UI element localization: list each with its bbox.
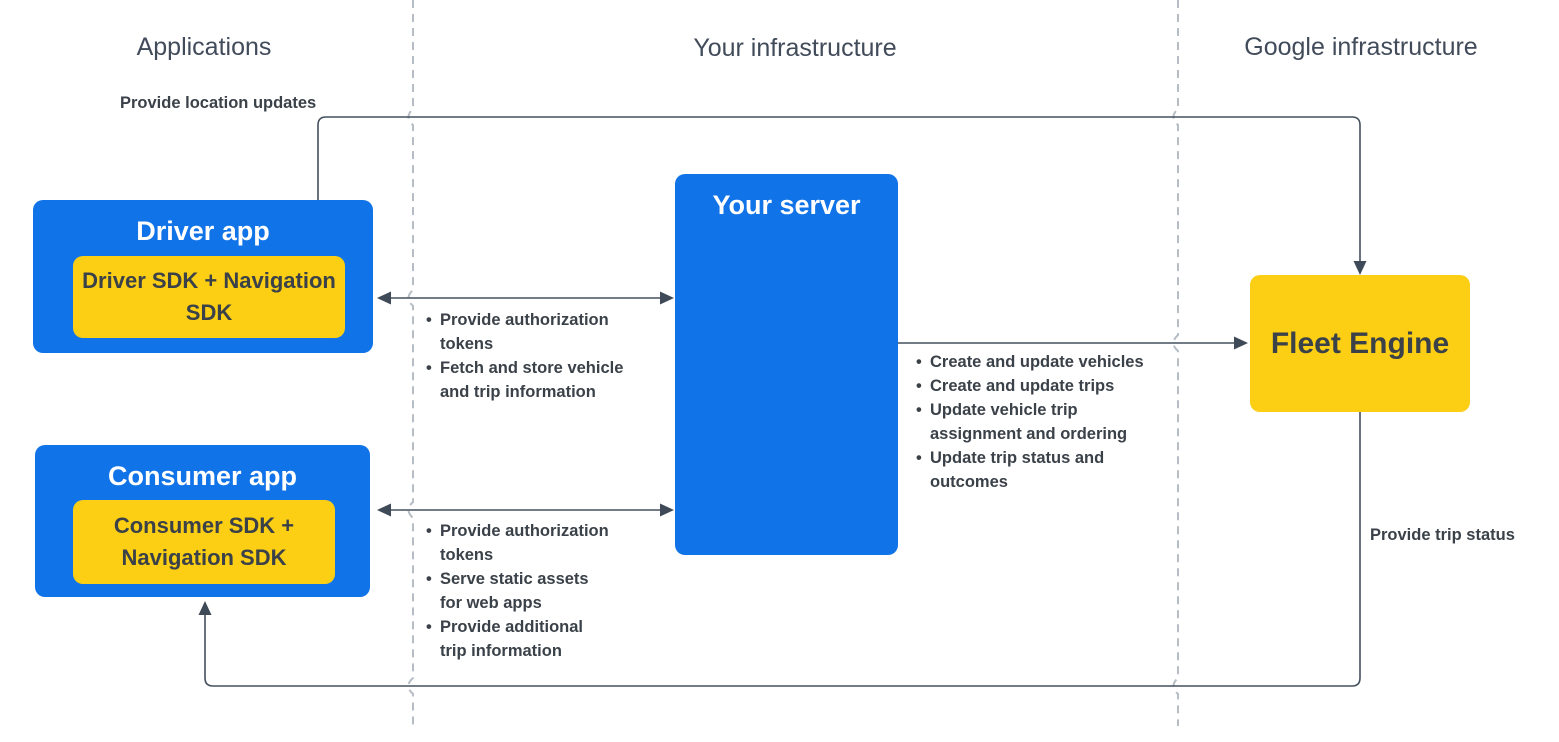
- lane-heading-google-infrastructure: Google infrastructure: [1244, 33, 1478, 61]
- node-driver-sdk: Driver SDK + Navigation SDK: [73, 256, 345, 338]
- bullet-item: Create and update vehicles: [916, 350, 1154, 374]
- edge-trip-status-line: [204, 412, 1361, 687]
- arrowhead-into-fleet-engine-left: [1234, 336, 1248, 350]
- edge-location-updates-line: [317, 116, 1361, 262]
- bullet-item: Create and update trips: [916, 374, 1154, 398]
- bullet-list-driver-server: Provide authorization tokens Fetch and s…: [426, 308, 644, 404]
- node-consumer-app: Consumer app Consumer SDK + Navigation S…: [35, 445, 370, 597]
- arrowhead-into-driver-app: [377, 291, 391, 305]
- arrowhead-into-consumer-app: [377, 503, 391, 517]
- bullet-item: Provide authorization tokens: [426, 519, 610, 567]
- driver-app-title: Driver app: [136, 216, 270, 246]
- lane-heading-your-infrastructure: Your infrastructure: [693, 34, 897, 62]
- your-server-title: Your server: [712, 190, 861, 220]
- edge-label-provide-trip-status: Provide trip status: [1370, 526, 1515, 544]
- arrowhead-into-server-top: [660, 291, 674, 305]
- node-your-server: Your server: [675, 174, 898, 555]
- arrowhead-into-consumer-app-bottom: [198, 601, 212, 615]
- edge-label-provide-location-updates: Provide location updates: [120, 94, 317, 112]
- lane-divider-right: [1172, 0, 1179, 726]
- bullet-item: Provide additional trip information: [426, 615, 610, 663]
- node-fleet-engine: Fleet Engine: [1250, 275, 1470, 412]
- consumer-app-title: Consumer app: [107, 461, 298, 491]
- bullet-item: Update trip status and outcomes: [916, 446, 1154, 494]
- bullet-item: Fetch and store vehicle and trip informa…: [426, 356, 644, 404]
- bullet-list-consumer-server: Provide authorization tokens Serve stati…: [426, 519, 610, 663]
- bullet-list-server-fleet: Create and update vehicles Create and up…: [916, 350, 1154, 494]
- node-consumer-sdk: Consumer SDK + Navigation SDK: [73, 500, 335, 584]
- lane-heading-applications: Applications: [136, 33, 272, 61]
- lane-divider-left: [407, 0, 414, 726]
- arrowhead-into-fleet-engine-top: [1353, 261, 1367, 275]
- bullet-item: Update vehicle trip assignment and order…: [916, 398, 1154, 446]
- node-driver-app: Driver app Driver SDK + Navigation SDK: [33, 200, 373, 353]
- arrowhead-into-server-bottom: [660, 503, 674, 517]
- bullet-item: Provide authorization tokens: [426, 308, 644, 356]
- bullet-item: Serve static assets for web apps: [426, 567, 610, 615]
